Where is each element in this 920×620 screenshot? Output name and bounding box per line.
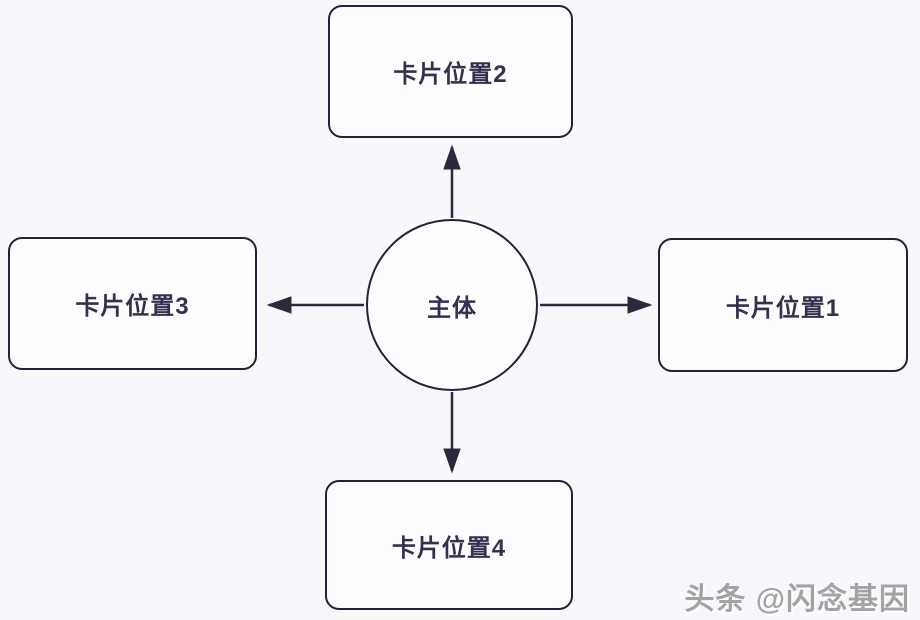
card-position-4-label: 卡片位置4	[391, 534, 507, 562]
center-node-label: 主体	[427, 294, 477, 322]
card-position-3-label: 卡片位置3	[75, 293, 190, 320]
card-position-4: 卡片位置4	[325, 480, 573, 610]
card-position-1-label: 卡片位置1	[725, 294, 841, 322]
card-position-3: 卡片位置3	[8, 237, 257, 370]
center-node: 主体	[366, 219, 538, 391]
card-position-1: 卡片位置1	[658, 238, 908, 372]
card-position-2: 卡片位置2	[328, 5, 573, 138]
card-position-2-label: 卡片位置2	[393, 61, 508, 88]
watermark: 头条 @闪念基因	[684, 583, 910, 616]
